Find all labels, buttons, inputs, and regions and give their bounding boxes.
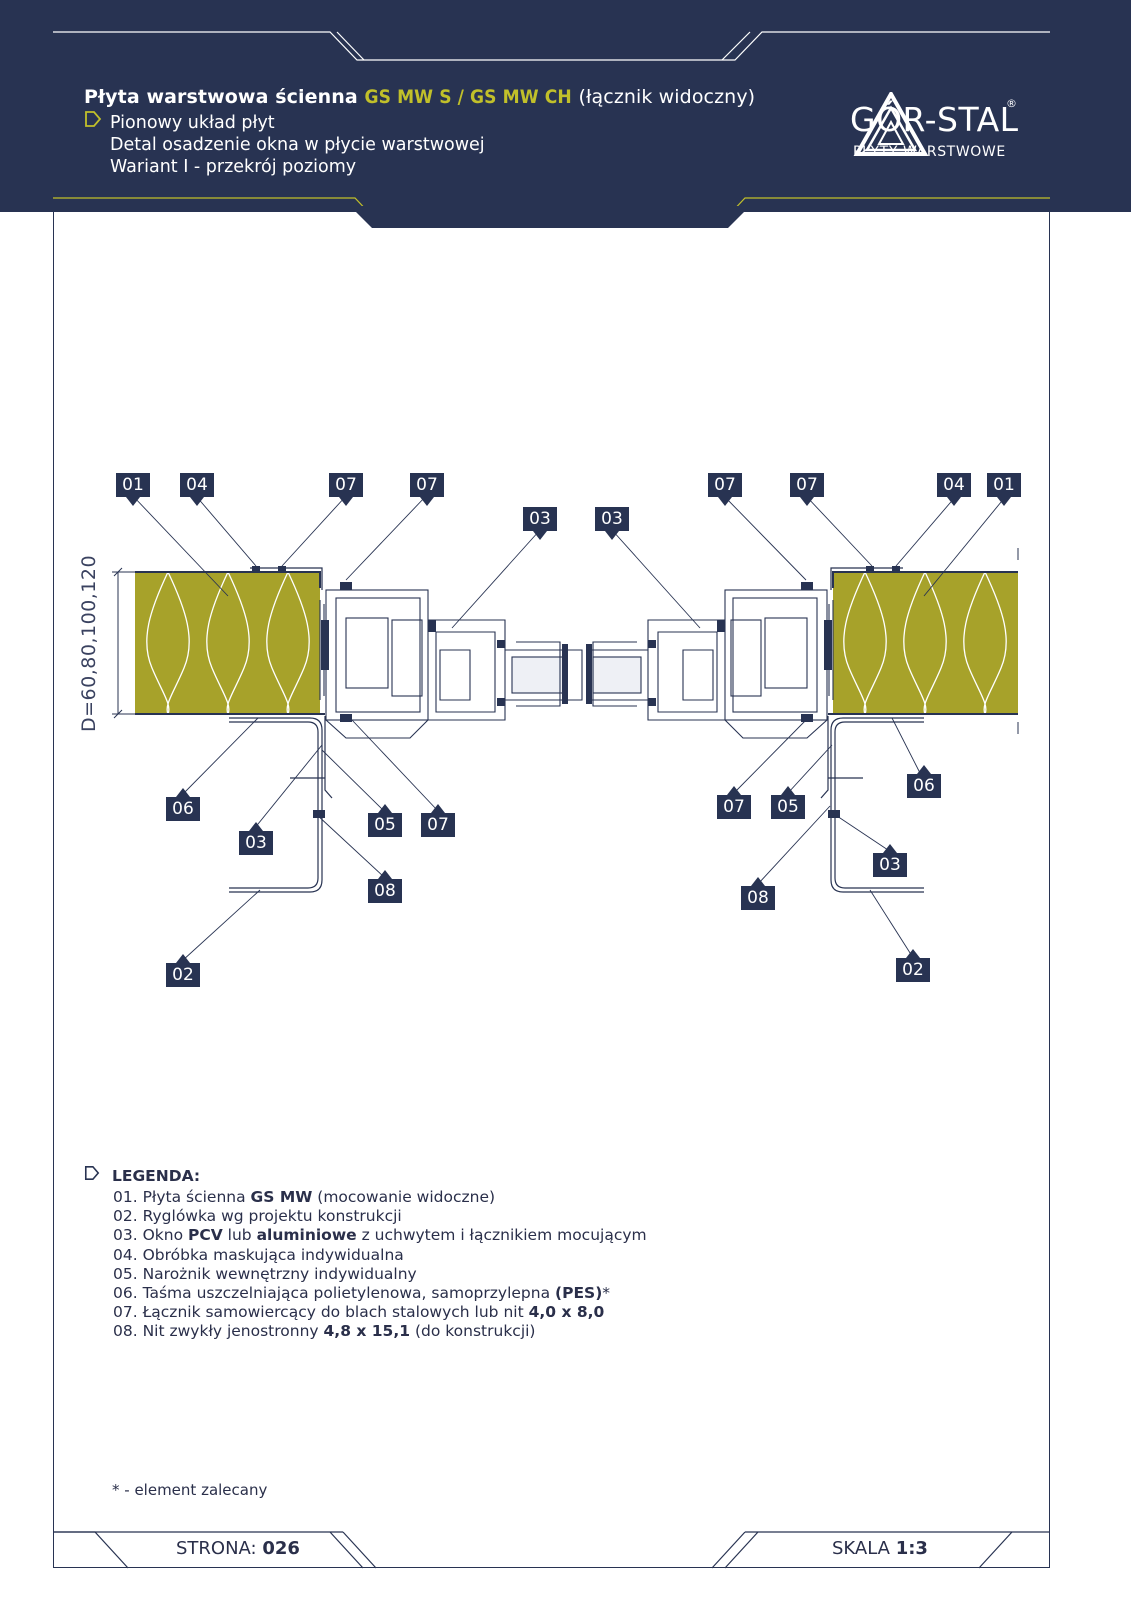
legend-item: 01. Płyta ścienna GS MW (mocowanie widoc… [113,1188,496,1206]
leader-lines [132,495,1007,962]
title-text: Płyta warstwowa ścienna [84,86,358,108]
chevron-outline-icon [84,1165,112,1185]
left-window-frame [319,589,583,739]
legend-item: 04. Obróbka maskująca indywidualna [113,1245,404,1264]
callout-tag: 03 [523,507,557,540]
legend-item: 05. Narożnik wewnętrzny indywidualny [113,1264,417,1283]
callout-tag: 02 [166,954,200,987]
product-code: GS MW S / GS MW CH [364,86,572,108]
registered-mark: ® [1006,97,1017,110]
callout-tag: 03 [873,844,907,877]
subtitle-line-2: Detal osadzenie okna w płycie warstwowej [110,135,485,155]
callout-tag: 01 [987,473,1021,506]
callout-tag: 02 [896,949,930,982]
callout-tag: 08 [741,877,775,910]
drawing-title: Płyta warstwowa ścienna GS MW S / GS MW … [84,86,755,108]
legend-item: 07. Łącznik samowiercący do blach stalow… [113,1303,605,1322]
left-panel [135,566,325,715]
right-window-frame [587,589,834,739]
legend-item: 06. Taśma uszczelniająca polietylenowa, … [113,1284,611,1303]
legend-item: 03. Okno PCV lub aluminiowe z uchwytem i… [113,1226,647,1245]
brand-subtitle: PŁYTY WARSTWOWE [853,144,1006,160]
triangle-logo-icon [853,92,929,156]
callout-tag: 07 [790,473,824,506]
callout-tag: 03 [595,507,629,540]
legend-item: 02. Ryglówka wg projektu konstrukcji [113,1207,402,1226]
callout-tag: 01 [116,473,150,506]
chevron-outline-icon [84,110,110,133]
callout-tag: 07 [421,804,455,837]
callout-tag: 08 [368,870,402,903]
subtitle-line-1: Pionowy układ płyt [84,110,755,133]
dimension-line [112,567,135,719]
callout-tag: 04 [180,473,214,506]
right-girt [820,716,924,893]
callout-tag: 04 [937,473,971,506]
legend-item: 08. Nit zwykły jenostronny 4,8 x 15,1 (d… [113,1322,536,1341]
callout-tag: 07 [717,786,751,819]
footnote: * - element zalecany [112,1481,268,1499]
right-panel [828,548,1019,734]
callout-tag: 05 [368,804,402,837]
subtitle-line-3: Wariant I - przekrój poziomy [110,157,357,177]
callout-tag: 06 [166,788,200,821]
callout-tag: 07 [410,473,444,506]
title-block: Płyta warstwowa ścienna GS MW S / GS MW … [84,86,755,177]
legend: LEGENDA: 01. Płyta ścienna GS MW (mocowa… [84,1165,647,1342]
callout-tag: 03 [239,822,273,855]
page-frame [53,32,1050,1568]
callout-tag: 05 [771,786,805,819]
scale-label: SKALA 1:3 [832,1538,928,1559]
brand-name: GÓR-STAL [850,100,1019,139]
callout-tag: 06 [907,765,941,798]
dimension-label: D=60,80,100,120 [78,554,100,732]
page-number: STRONA: 026 [176,1538,300,1559]
title-suffix: (łącznik widoczny) [578,86,756,108]
callout-tag: 07 [329,473,363,506]
left-girt [229,716,333,893]
legend-title: LEGENDA: [84,1165,647,1185]
callout-tag: 07 [708,473,742,506]
header-band [0,0,1131,212]
